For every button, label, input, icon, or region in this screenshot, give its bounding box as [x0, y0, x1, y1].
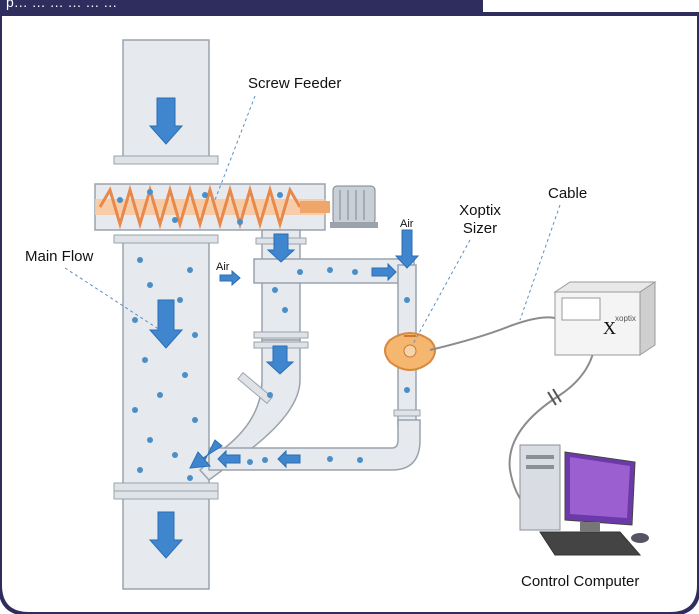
header-title: p… … … … … …	[6, 0, 118, 10]
xoptix-sizer	[384, 332, 436, 371]
arrow-left-1	[277, 449, 301, 469]
sample-branch-pipe	[198, 229, 309, 482]
leader-sizer	[412, 239, 471, 345]
motor	[330, 185, 378, 228]
label-xoptix-line1: Xoptix	[459, 202, 501, 219]
arrow-left-2	[217, 449, 241, 469]
label-main-flow: Main Flow	[25, 248, 94, 265]
arrow-air-side	[219, 269, 241, 287]
control-computer	[519, 444, 649, 556]
arrow-branch-1	[266, 233, 296, 263]
control-box	[553, 281, 657, 356]
header-bar: p… … … … … …	[0, 0, 483, 14]
label-screw-feeder: Screw Feeder	[248, 75, 342, 92]
arrow-down-top	[148, 97, 184, 145]
arrow-air-top	[394, 229, 420, 269]
label-cable: Cable	[548, 185, 588, 202]
label-air-top: Air	[400, 218, 414, 230]
leader-cable	[519, 204, 561, 321]
device-logo-small: xoptix	[615, 314, 636, 323]
leader-lines	[64, 95, 561, 345]
arrow-branch-2	[265, 345, 295, 375]
label-xoptix-line2: Sizer	[462, 220, 498, 237]
label-air-side: Air	[216, 261, 230, 273]
flow-arrows	[148, 97, 420, 559]
arrow-right	[371, 262, 397, 282]
leader-screw-feeder	[214, 95, 256, 201]
arrow-into-main	[189, 439, 223, 469]
particles	[117, 189, 410, 481]
arrow-down-bottom	[148, 511, 184, 559]
leader-main-flow	[64, 267, 161, 331]
screw-feeder	[94, 183, 330, 231]
main-pipe	[113, 39, 219, 590]
arrow-down-main	[148, 299, 184, 349]
return-pipe	[208, 419, 421, 471]
device-logo: X	[603, 318, 616, 338]
cable	[429, 316, 596, 516]
label-control-computer: Control Computer	[521, 573, 640, 590]
